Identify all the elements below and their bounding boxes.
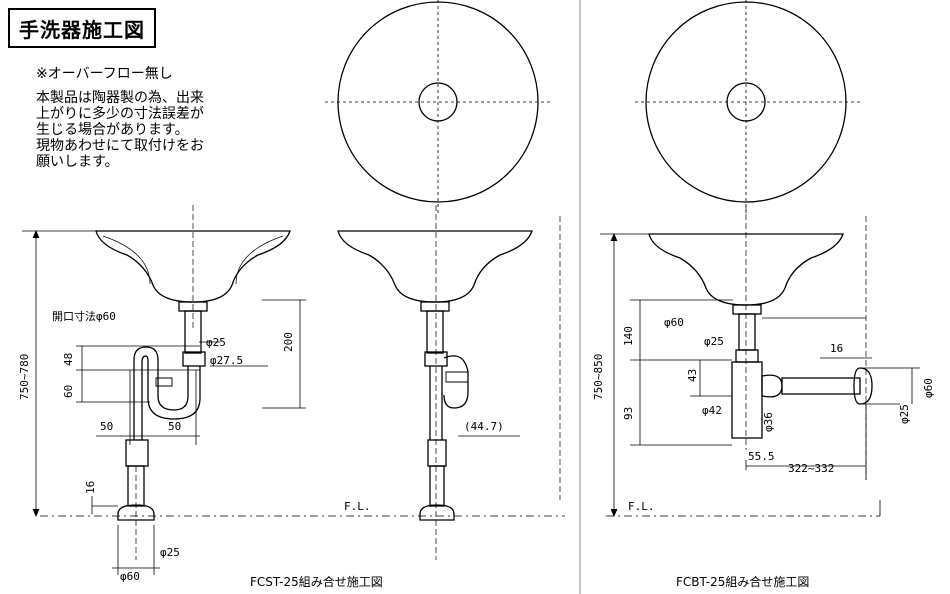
caption-right: FCBT-25組み合せ施工図 [676, 574, 809, 589]
dim-322: 322~332 [788, 462, 834, 475]
dim-d60-bottom: φ60 [120, 570, 140, 583]
dim-d60-side: φ60 [922, 378, 935, 398]
note-line-1: 本製品は陶器製の為、出来 [36, 90, 204, 106]
floor-label-right: F.L. [628, 500, 655, 513]
dim-93: 93 [622, 407, 635, 420]
trap-left [117, 301, 208, 521]
dim-d25-bottom: φ25 [160, 546, 180, 559]
dim-d25-side: φ25 [898, 404, 911, 424]
dim-200: 200 [282, 332, 295, 352]
opening-dimension: 開口寸法φ60 [52, 309, 116, 323]
dim-height-right: 750~850 [592, 354, 605, 400]
dim-d25-top: φ25 [206, 336, 226, 349]
drawing-title: 手洗器施工図 [8, 8, 156, 48]
dim-d60-right: φ60 [664, 316, 684, 329]
left-dimensions [22, 229, 306, 575]
dim-55: 55.5 [748, 450, 775, 463]
dim-offset: (44.7) [464, 420, 504, 433]
overflow-note: ※オーバーフロー無し [36, 66, 173, 82]
note-line-4: 現物あわせにて取付けをお [36, 138, 204, 154]
dim-60: 60 [62, 385, 75, 398]
dim-d36: φ36 [762, 412, 775, 432]
note-line-3: 生じる場合があります。 [36, 122, 189, 138]
basin-middle [337, 230, 533, 303]
caption-left: FCST-25組み合せ施工図 [250, 574, 383, 589]
floor-label-middle: F.L. [344, 500, 371, 513]
dim-height-left: 750~780 [18, 354, 31, 400]
trap-middle [419, 205, 561, 560]
bottle-trap-right [731, 205, 873, 480]
dim-d42: φ42 [702, 404, 722, 417]
dim-50a: 50 [100, 420, 113, 433]
note-line-5: 願いします。 [36, 154, 119, 170]
dim-16-right: 16 [830, 342, 843, 355]
left-centerline [135, 205, 194, 560]
plan-view-middle [325, 0, 550, 215]
dim-48: 48 [62, 353, 75, 366]
dim-140: 140 [622, 326, 635, 346]
note-line-2: 上がりに多少の寸法誤差が [36, 106, 204, 122]
dim-d25-right-top: φ25 [704, 335, 724, 348]
right-dimensions [600, 232, 920, 518]
plan-view-right [635, 0, 860, 215]
dim-d27: φ27.5 [210, 354, 243, 367]
dim-16-left: 16 [84, 481, 97, 494]
dim-43: 43 [686, 369, 699, 382]
dim-50b: 50 [168, 420, 181, 433]
